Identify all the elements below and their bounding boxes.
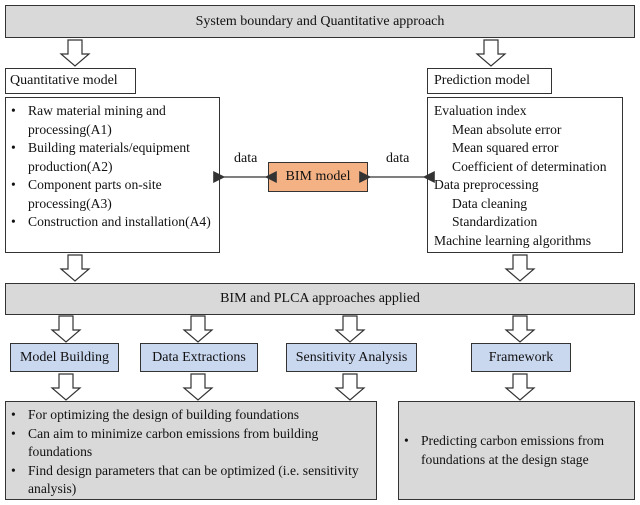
prediction-model-title: Prediction model <box>434 73 531 89</box>
bim-model-label: BIM model <box>285 169 351 185</box>
bottom-right-item: Predicting carbon emissions from foundat… <box>399 432 626 469</box>
prediction-line: Data cleaning <box>452 195 528 211</box>
down-arrow-model-building <box>50 315 82 343</box>
quantitative-item: Raw material mining and processing(A1) <box>6 102 215 139</box>
prediction-model-list: Evaluation index Mean absolute error Mea… <box>434 102 618 250</box>
quantitative-item: Building materials/equipment production(… <box>6 139 215 176</box>
prediction-line: Standardization <box>452 214 538 229</box>
system-boundary-label: System boundary and Quantitative approac… <box>195 13 445 29</box>
down-arrow-top-right <box>475 39 507 67</box>
bottom-left-box: For optimizing the design of building fo… <box>5 401 377 500</box>
data-label-right: data <box>386 151 410 166</box>
data-extractions-box: Data Extractions <box>140 343 258 372</box>
framework-box: Framework <box>471 343 571 372</box>
prediction-line: Mean absolute error <box>452 121 562 137</box>
bottom-right-box: Predicting carbon emissions from foundat… <box>398 401 635 500</box>
bottom-right-list: Predicting carbon emissions from foundat… <box>399 432 626 469</box>
prediction-line: Coefficient of determination <box>452 158 607 174</box>
data-label-left: data <box>234 151 258 166</box>
bottom-left-item: For optimizing the design of building fo… <box>6 406 372 425</box>
down-arrow-sensitivity-analysis <box>334 315 366 343</box>
down-arrow-bottom-right-left <box>334 373 366 401</box>
down-arrow-framework-bottom <box>504 373 536 401</box>
down-arrow-mid-left <box>59 254 91 282</box>
bim-plca-banner: BIM and PLCA approaches applied <box>5 283 635 315</box>
quantitative-item: Component parts on-site processing(A3) <box>6 176 215 213</box>
bim-model-box: BIM model <box>268 162 368 192</box>
down-arrow-framework <box>504 315 536 343</box>
quantitative-item: Construction and installation(A4) <box>6 213 215 232</box>
down-arrow-bottom-center <box>182 373 214 401</box>
prediction-line: Machine learning algorithms <box>434 232 592 248</box>
bottom-left-item: Can aim to minimize carbon emissions fro… <box>6 425 372 462</box>
sensitivity-analysis-label: Sensitivity Analysis <box>295 349 408 365</box>
prediction-model-title-box: Prediction model <box>427 68 552 94</box>
prediction-line: Evaluation index <box>434 103 527 118</box>
bottom-left-item: Find design parameters that can be optim… <box>6 462 372 499</box>
framework-label: Framework <box>488 349 554 365</box>
bottom-left-list: For optimizing the design of building fo… <box>6 406 372 499</box>
prediction-model-box: Evaluation index Mean absolute error Mea… <box>427 97 623 253</box>
down-arrow-data-extractions <box>182 315 214 343</box>
down-arrow-bottom-left <box>50 373 82 401</box>
down-arrow-mid-right <box>504 254 536 282</box>
quantitative-model-title-box: Quantitative model <box>5 68 136 94</box>
system-boundary-banner: System boundary and Quantitative approac… <box>5 5 635 38</box>
bim-plca-label: BIM and PLCA approaches applied <box>220 291 420 307</box>
prediction-line: Mean squared error <box>452 140 559 155</box>
down-arrow-top-left <box>59 39 91 67</box>
data-extractions-label: Data Extractions <box>152 349 246 365</box>
prediction-line: Data preprocessing <box>434 177 539 192</box>
model-building-box: Model Building <box>10 343 119 372</box>
quantitative-model-list: Raw material mining and processing(A1) B… <box>6 102 215 232</box>
sensitivity-analysis-box: Sensitivity Analysis <box>286 343 417 372</box>
model-building-label: Model Building <box>19 349 110 365</box>
quantitative-model-box: Raw material mining and processing(A1) B… <box>5 97 220 253</box>
quantitative-model-title: Quantitative model <box>10 73 118 89</box>
